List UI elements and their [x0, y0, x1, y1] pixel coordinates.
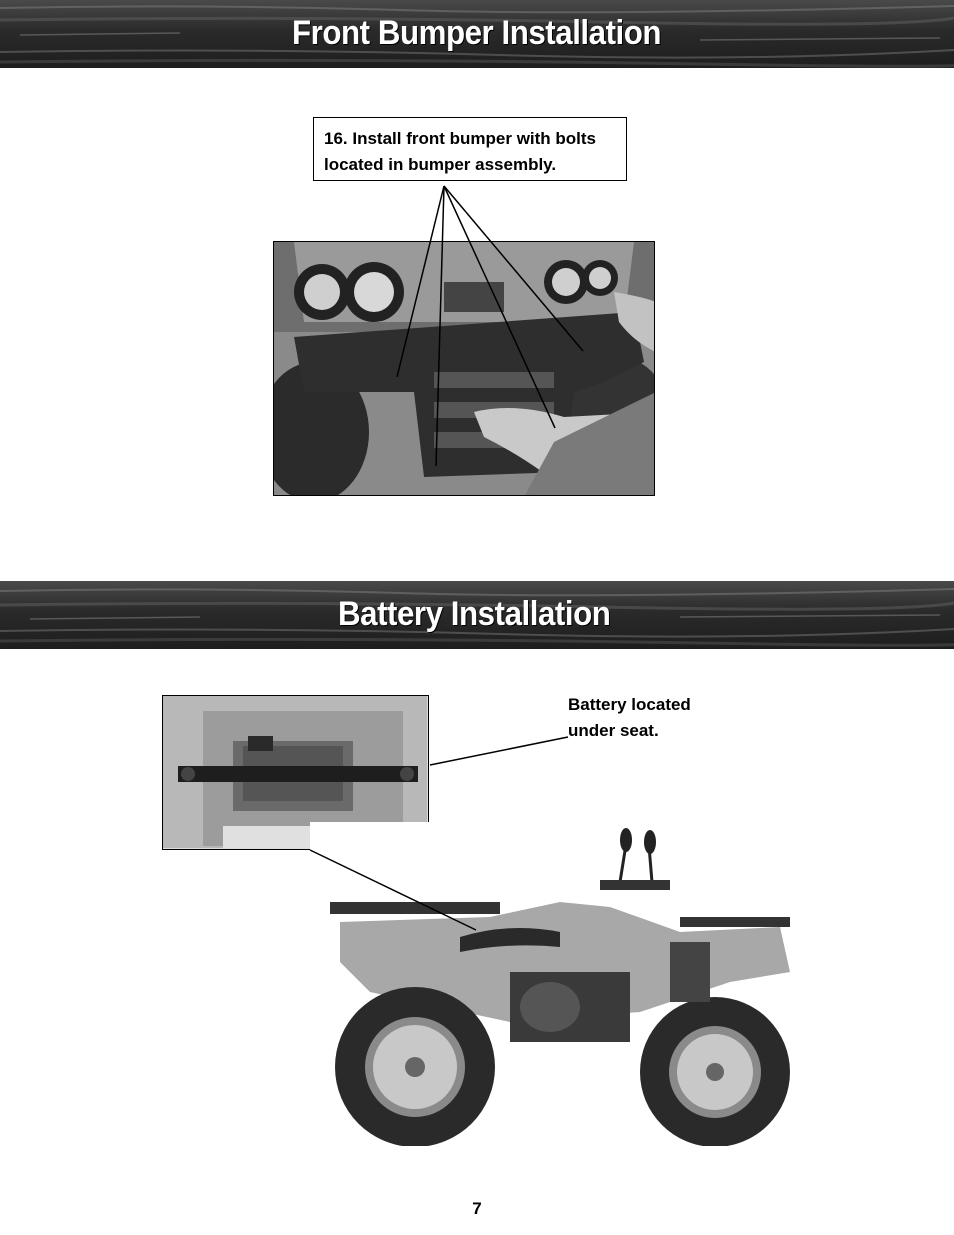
callout-line-2: located in bumper assembly.: [324, 155, 557, 174]
section-header-battery: Battery Installation: [0, 581, 954, 649]
wood-grain-texture: [0, 5, 954, 68]
battery-label-line-1: Battery located: [568, 695, 691, 714]
wood-grain-texture: [0, 588, 954, 647]
callout-line-1: 16. Install front bumper with bolts: [324, 129, 597, 148]
bumper-instruction-callout: 16. Install front bumper with bolts loca…: [313, 117, 627, 181]
atv-illustration: [330, 828, 790, 1146]
front-bumper-photo: [273, 241, 655, 496]
battery-label-line-2: under seat.: [568, 721, 659, 740]
section-header-bumper: Front Bumper Installation: [0, 0, 954, 68]
leader-line: [429, 736, 569, 766]
section-title: Battery Installation: [338, 595, 611, 633]
section-title: Front Bumper Installation: [292, 14, 662, 52]
front-bumper-illustration: [274, 242, 654, 495]
atv-side-view-photo: [310, 822, 804, 1146]
battery-location-label: Battery located under seat.: [568, 692, 728, 744]
page-number: 7: [472, 1199, 482, 1218]
